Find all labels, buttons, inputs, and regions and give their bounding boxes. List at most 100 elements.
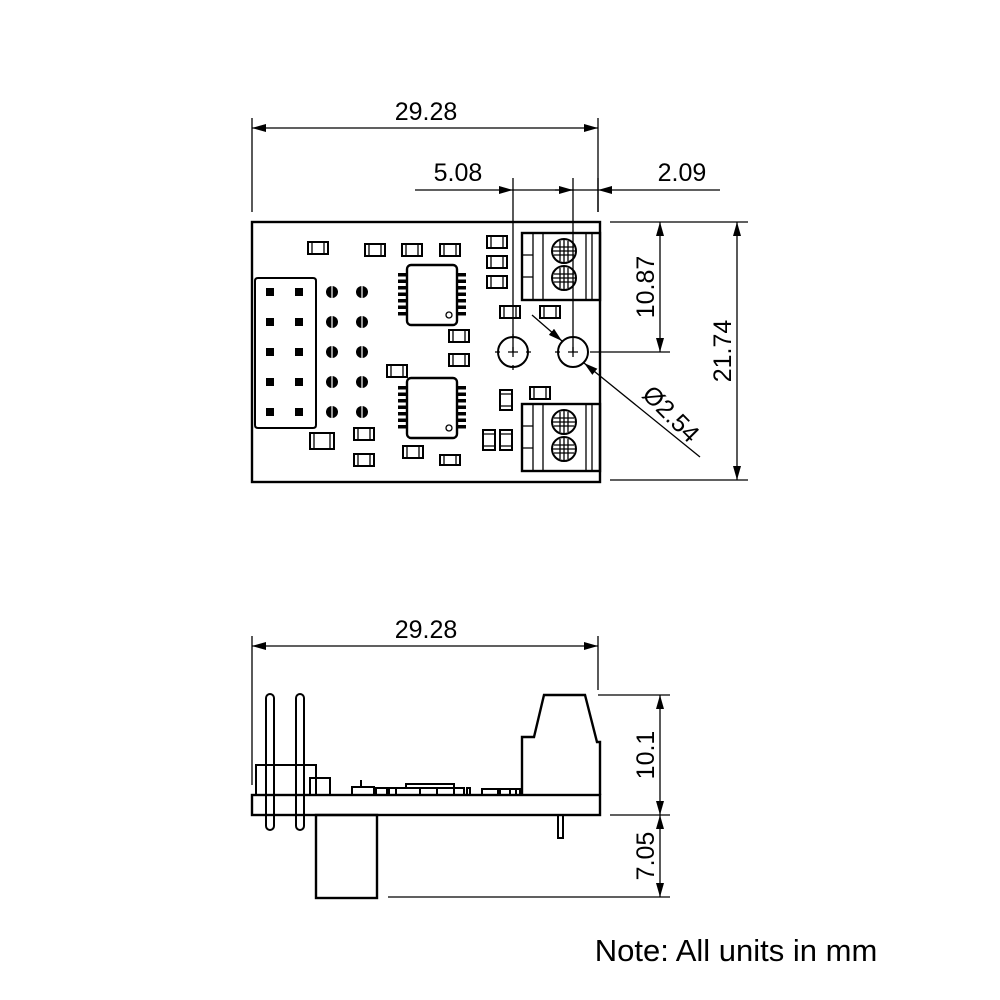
dimension-hole-diameter: Ø2.54 (531, 314, 705, 458)
ic-pin (398, 299, 407, 303)
ic-pin (398, 312, 407, 316)
ic-pin (457, 392, 466, 396)
smd-terminal (483, 433, 495, 447)
header-pad (295, 318, 303, 326)
smd-terminal (368, 244, 382, 256)
smd-terminal (452, 330, 466, 342)
via-grid (326, 286, 368, 418)
smd-terminal (311, 242, 325, 254)
ic-chip-upper (398, 263, 466, 327)
dim-label-21-74: 21.74 (709, 320, 737, 383)
ic-pin (457, 405, 466, 409)
smd-terminal (500, 393, 512, 407)
header-pad (266, 378, 274, 386)
terminal-housing (520, 231, 602, 302)
terminal-block-lower (520, 402, 602, 473)
smd-terminal (543, 306, 557, 318)
ic-pin (457, 425, 466, 429)
dim-label-10-1: 10.1 (632, 731, 660, 780)
dimension-overall-width: 29.28 (251, 98, 599, 212)
smd-part (439, 243, 461, 257)
smd-part (386, 364, 408, 378)
mounting-hole-right (555, 336, 589, 368)
ic-body (405, 376, 459, 440)
smd-part (529, 386, 551, 400)
header-pad (295, 378, 303, 386)
pin1-marker (445, 311, 453, 319)
dim-label-7-05: 7.05 (632, 832, 660, 881)
smd-terminal (490, 276, 504, 288)
dim-label-10-87: 10.87 (632, 256, 660, 319)
pcb-outline (250, 220, 602, 484)
smd-part (353, 427, 375, 441)
smd-part (499, 389, 513, 411)
header-pad (266, 318, 274, 326)
ic-pin (457, 386, 466, 390)
smd-part (486, 255, 508, 269)
dimension-height-below: 7.05 (388, 815, 670, 898)
ic-pin (457, 292, 466, 296)
smd-part (439, 454, 461, 466)
smd-terminal (405, 244, 419, 256)
ic-pin (457, 279, 466, 283)
smd-part (309, 432, 335, 450)
smd-terminal (406, 446, 420, 458)
dimension-hole-y-offset: 10.87 (590, 221, 748, 353)
dimension-height-above: 10.1 (598, 694, 670, 816)
header-pad (295, 408, 303, 416)
smd-part (499, 429, 513, 451)
terminal-housing (520, 402, 602, 473)
smd-terminal (452, 354, 466, 366)
smd-terminal (490, 256, 504, 268)
side-components (351, 780, 521, 795)
ic-pin (398, 273, 407, 277)
pin-header-side (255, 693, 331, 831)
ic-pin (398, 279, 407, 283)
smd-terminal (313, 433, 331, 449)
header-pad (295, 288, 303, 296)
ic-pin (398, 412, 407, 416)
smd-terminal (357, 454, 371, 466)
pin-header-top (254, 277, 317, 429)
terminal-block-upper (520, 231, 602, 302)
ic-pin (457, 273, 466, 277)
ic-pin (398, 305, 407, 309)
dim-label-side-29-28: 29.28 (395, 616, 458, 644)
header-pad (295, 348, 303, 356)
header-pad (266, 288, 274, 296)
smd-terminal (490, 236, 504, 248)
dimension-hole-pitch: 5.08 (415, 159, 598, 352)
ic-pin (398, 399, 407, 403)
screw-slot (552, 437, 576, 461)
dim-label-29-28: 29.28 (395, 98, 458, 126)
pcb-side (250, 793, 602, 817)
header-pad (266, 348, 274, 356)
dimension-overall-height: 21.74 (610, 222, 748, 481)
smd-part (402, 445, 424, 459)
bottom-pin (557, 814, 564, 839)
dim-label-5-08: 5.08 (434, 159, 483, 187)
terminal-divider (522, 233, 593, 300)
ic-pin (457, 286, 466, 290)
ic-pin (457, 418, 466, 422)
ic-pin (398, 392, 407, 396)
smd-part (482, 429, 496, 451)
smd-part (499, 305, 521, 319)
units-note: Note: All units in mm (595, 933, 878, 968)
ic-pin (398, 292, 407, 296)
ic-pin (398, 405, 407, 409)
ic-pin (398, 418, 407, 422)
terminal-block-side (520, 693, 602, 795)
side-view: 29.28 10.1 7.05 (250, 616, 670, 900)
smd-part (307, 241, 329, 255)
smd-terminal (443, 455, 457, 465)
smd-part (448, 329, 470, 343)
dim-label-2-09: 2.09 (658, 159, 707, 187)
header-pad (266, 408, 274, 416)
terminal-divider (522, 404, 593, 471)
smd-terminal (500, 433, 512, 447)
ic-pin (457, 305, 466, 309)
smd-part (486, 275, 508, 289)
smd-terminal (503, 306, 517, 318)
